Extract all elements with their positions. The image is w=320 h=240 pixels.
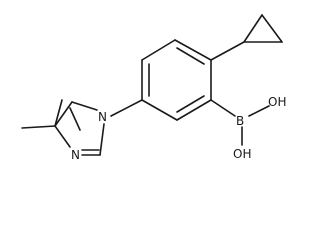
atom-hydroxyl-top: OH <box>268 95 286 109</box>
imidazole-ring <box>54 99 105 156</box>
bond-boron-to-oh-top <box>248 105 270 117</box>
bond-methyl <box>21 125 56 129</box>
structure-canvas: N N B OH OH <box>21 14 286 162</box>
benzene-ring <box>141 39 212 121</box>
bond-ring-to-boron <box>210 99 236 117</box>
bond-ring-to-imidazole <box>110 99 143 117</box>
atom-nitrogen-2: N <box>71 148 80 162</box>
cyclopropyl-ring <box>243 14 283 43</box>
bond-ring-to-cyclopropyl <box>210 41 245 61</box>
atom-boron: B <box>236 114 244 128</box>
atom-hydroxyl-bottom: OH <box>233 147 251 161</box>
molecule-structure: N N B OH OH <box>21 14 286 162</box>
atom-nitrogen-1: N <box>98 110 107 124</box>
